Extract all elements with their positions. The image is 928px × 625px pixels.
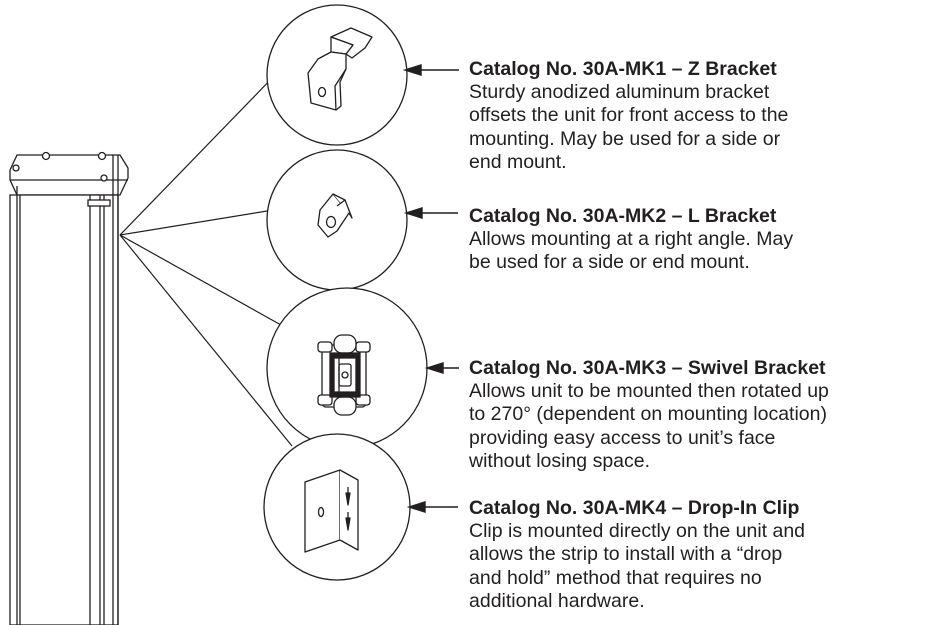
catalog-description: Clip is mounted directly on the unit and… [469, 520, 924, 614]
description-line: to 270° (dependent on mounting location) [469, 403, 827, 426]
description-line: Allows mounting at a right angle. May [469, 228, 794, 250]
drop-in-clip-icon [304, 469, 359, 553]
description-line: providing easy access to unit’s face [469, 426, 776, 449]
description-line: and hold” method that requires no [469, 566, 762, 589]
catalog-entry-mk1: Catalog No. 30A-MK1 – Z Bracket Sturdy a… [469, 58, 924, 175]
catalog-title: Catalog No. 30A-MK3 – Swivel Bracket [469, 357, 826, 379]
description-line: without losing space. [469, 450, 651, 473]
description-line: be used for a side or end mount. [469, 251, 750, 274]
description-line: mounting. May be used for a side or [469, 127, 781, 150]
description-line: allows the strip to install with a “drop [469, 543, 783, 566]
description-line: additional hardware. [469, 590, 645, 613]
catalog-description: Allows unit to be mounted then rotated u… [469, 380, 924, 474]
description-line: Clip is mounted directly on the unit and [469, 520, 806, 542]
z-bracket-icon [307, 27, 373, 111]
catalog-description: Sturdy anodized aluminum bracket offsets… [469, 81, 924, 175]
light-curtain-column [9, 151, 129, 625]
l-bracket-icon [317, 193, 353, 238]
leader-lines [119, 72, 293, 447]
description-line: offsets the unit for front access to the [469, 104, 789, 127]
catalog-entry-mk3: Catalog No. 30A-MK3 – Swivel Bracket All… [469, 357, 924, 474]
description-line: end mount. [469, 151, 567, 174]
catalog-title: Catalog No. 30A-MK2 – L Bracket [469, 205, 777, 227]
description-line: Sturdy anodized aluminum bracket [469, 81, 770, 103]
catalog-description: Allows mounting at a right angle. May be… [469, 228, 924, 275]
catalog-entry-mk4: Catalog No. 30A-MK4 – Drop-In Clip Clip … [469, 497, 924, 614]
catalog-title: Catalog No. 30A-MK1 – Z Bracket [469, 58, 777, 80]
description-line: Allows unit to be mounted then rotated u… [469, 380, 829, 402]
swivel-bracket-icon [317, 334, 371, 416]
catalog-title: Catalog No. 30A-MK4 – Drop-In Clip [469, 497, 800, 519]
callout-arrows [402, 64, 459, 513]
catalog-entry-mk2: Catalog No. 30A-MK2 – L Bracket Allows m… [469, 205, 924, 275]
